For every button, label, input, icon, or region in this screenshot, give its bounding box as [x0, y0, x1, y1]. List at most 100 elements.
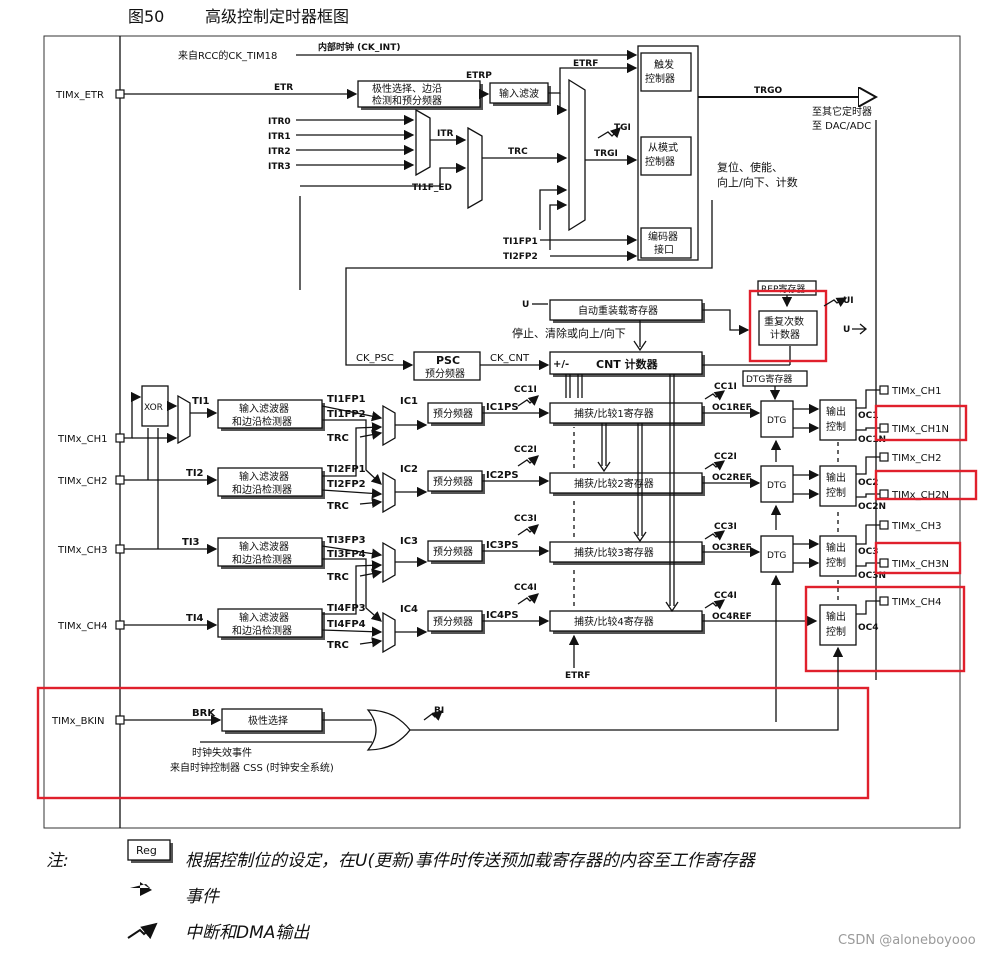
cnt-to-ccr-arrows [565, 374, 679, 613]
highlight-rep-counter [748, 289, 828, 363]
label-to-other-1: 至其它定时器 [812, 105, 872, 118]
box-encoder-line1: 编码器 [648, 230, 678, 243]
box-auto-reload-label: 自动重装载寄存器 [578, 304, 658, 317]
label-oc4ref: OC4REF [712, 612, 752, 622]
label-ic2: IC2 [400, 464, 418, 475]
or-gate [366, 709, 411, 751]
out-ctrl-ch3-line2: 控制 [826, 556, 846, 569]
label-trc-ch3: TRC [327, 572, 349, 583]
label-oc3ref: OC3REF [712, 543, 752, 553]
label-ti1fp1: TI1FP1 [327, 394, 366, 405]
out-ctrl-ch4: 输出 控制 [819, 604, 857, 646]
highlight-ch2n [874, 469, 978, 501]
label-ti4: TI4 [186, 613, 204, 624]
mux-trigger-select [467, 126, 483, 210]
prescaler-ch3: 预分频器 [427, 540, 485, 564]
label-ui: UI [843, 296, 854, 306]
pin-ch3 [115, 544, 125, 554]
outer-frame [43, 35, 961, 829]
label-ti1f-ed: TI1F_ED [412, 183, 452, 193]
label-ic4: IC4 [400, 604, 418, 615]
label-ti1fp2: TI1FP2 [327, 409, 366, 420]
mux-ic3 [382, 541, 396, 584]
wire-etrf [548, 62, 638, 94]
box-dtg-reg-label: DTG寄存器 [746, 373, 792, 385]
label-ic4ps: IC4PS [486, 610, 519, 621]
label-bi: BI [434, 706, 444, 716]
box-psc [413, 351, 481, 381]
label-itr2: ITR2 [268, 147, 291, 157]
label-trc-top: TRC [508, 147, 528, 157]
pin-ch1 [115, 433, 125, 443]
label-cc1i: CC1I [514, 385, 537, 395]
ccr3-label: 捕获/比较3寄存器 [574, 546, 654, 559]
filter-ch4-line2: 和边沿检测器 [232, 624, 292, 637]
label-oc2: OC2 [858, 478, 879, 488]
ccr2: 捕获/比较2寄存器 [549, 472, 705, 496]
box-polarity-edge [357, 80, 481, 108]
label-trc-ch4: TRC [327, 640, 349, 651]
label-clock-fail-2: 来自时钟控制器 CSS (时钟安全系统) [170, 761, 334, 774]
pin-out-ch3n [879, 558, 889, 568]
box-polarity-edge-line1: 极性选择、边沿 [372, 82, 442, 95]
pin-out-ch1n-label: TIMx_CH1N [891, 424, 949, 435]
highlight-break [36, 686, 870, 800]
label-ic3: IC3 [400, 536, 418, 547]
label-ti4fp3: TI4FP3 [327, 603, 366, 614]
prescaler-ch2: 预分频器 [427, 470, 485, 494]
label-itr3: ITR3 [268, 162, 291, 172]
pin-out-ch3-label: TIMx_CH3 [891, 521, 941, 532]
label-cc2i: CC2I [514, 445, 537, 455]
label-oc1ref: OC1REF [712, 403, 752, 413]
pin-out-ch1n [879, 423, 889, 433]
pin-out-ch4-label: TIMx_CH4 [891, 597, 941, 608]
label-etrp: ETRP [466, 71, 492, 81]
figure-number: 图50 [128, 7, 164, 26]
legend-event-label: 事件 [185, 887, 221, 907]
label-oc3n: OC3N [858, 571, 886, 581]
box-slave-mode-line2: 控制器 [645, 155, 675, 168]
ccr4-label: 捕获/比较4寄存器 [574, 615, 654, 628]
label-ti3fp4: TI3FP4 [327, 549, 366, 560]
figure-title: 高级控制定时器框图 [205, 7, 349, 26]
box-cnt [549, 351, 703, 375]
ccr1-label: 捕获/比较1寄存器 [574, 407, 654, 420]
box-encoder-line2: 接口 [654, 243, 674, 256]
legend-interrupt-label: 中断和DMA输出 [185, 923, 310, 943]
filter-ch2-line2: 和边沿检测器 [232, 483, 292, 496]
pin-out-ch2-label: TIMx_CH2 [891, 453, 941, 464]
label-u-autoreload: U [522, 300, 529, 310]
label-cc4i-out: CC4I [714, 591, 737, 601]
prescaler-ch1-label: 预分频器 [433, 407, 473, 420]
break-feedback-lines [770, 439, 844, 722]
label-ti2: TI2 [186, 468, 204, 479]
label-oc2n: OC2N [858, 502, 886, 512]
pin-out-ch1 [879, 385, 889, 395]
filter-ch1: 输入滤波器 和边沿检测器 [217, 399, 325, 431]
label-trgi: TRGI [594, 149, 618, 159]
box-xor-label: XOR [144, 403, 163, 413]
label-ic1ps: IC1PS [486, 402, 519, 413]
label-ti2fp2-top: TI2FP2 [503, 252, 538, 262]
label-ic3ps: IC3PS [486, 540, 519, 551]
watermark: CSDN @aloneboyooo [838, 933, 976, 948]
label-reset-enable-1: 复位、使能、 [717, 160, 783, 174]
label-ti1fp1-top: TI1FP1 [503, 237, 538, 247]
box-trigger-ctrl-line2: 控制器 [645, 72, 675, 85]
label-etr: ETR [274, 83, 293, 93]
filter-ch1-line2: 和边沿检测器 [232, 415, 292, 428]
wire-ck-psc [345, 200, 713, 371]
filter-ch3: 输入滤波器 和边沿检测器 [217, 537, 325, 569]
label-ti3: TI3 [182, 537, 200, 548]
filter-ch4-line1: 输入滤波器 [239, 611, 289, 624]
mux-itr [415, 108, 431, 177]
dtg-ch3-label: DTG [767, 551, 786, 561]
label-cc3i-out: CC3I [714, 522, 737, 532]
pin-ch4 [115, 620, 125, 630]
legend-reg-box [127, 839, 171, 861]
label-ck-cnt: CK_CNT [490, 353, 530, 364]
pin-out-ch4 [879, 596, 889, 606]
box-cnt-plusminus: +/- [553, 359, 569, 370]
label-ti3fp3: TI3FP3 [327, 535, 366, 546]
